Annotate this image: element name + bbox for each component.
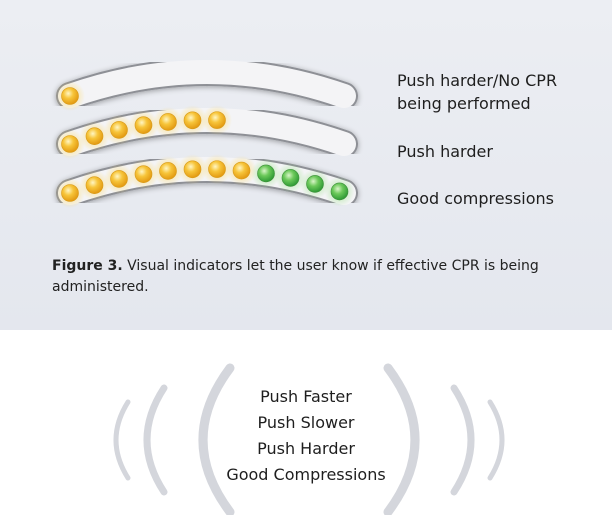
yellow-led (208, 111, 226, 129)
indicator-bars-diagram (55, 58, 358, 208)
yellow-led (85, 176, 104, 194)
figure-panel (0, 0, 612, 330)
green-led (306, 175, 324, 193)
indicator-row-push-harder (55, 105, 358, 159)
voice-prompt-list: Push Faster Push Slower Push Harder Good… (206, 384, 406, 488)
prompt-push-harder: Push Harder (257, 439, 355, 458)
yellow-led (85, 127, 104, 145)
yellow-led (134, 165, 153, 183)
right-bracket-inner (383, 363, 420, 515)
yellow-led (159, 113, 177, 131)
yellow-led (183, 111, 202, 130)
caption-label: Figure 3. (52, 258, 123, 274)
yellow-led (61, 87, 79, 105)
yellow-led (61, 184, 79, 202)
yellow-led (110, 121, 128, 139)
yellow-led (134, 116, 153, 134)
voice-prompt-brackets (113, 363, 505, 515)
indicator-row-no-cpr (55, 58, 358, 111)
yellow-led (208, 160, 226, 178)
green-led (330, 182, 349, 201)
yellow-led (110, 170, 128, 188)
right-bracket-middle (450, 384, 475, 496)
yellow-led (232, 161, 251, 180)
indicator-row-good-compressions (55, 154, 358, 208)
left-bracket-inner (198, 363, 235, 515)
green-led (281, 169, 300, 187)
left-bracket-middle (143, 384, 168, 496)
prompt-panel (0, 330, 612, 515)
yellow-led (61, 135, 79, 153)
right-bracket-outer (487, 399, 505, 481)
figure-caption: Figure 3. Visual indicators let the user… (52, 256, 582, 298)
row-label-push-harder: Push harder (397, 142, 493, 161)
green-led (257, 164, 275, 183)
row-label-good-compressions: Good compressions (397, 189, 554, 208)
prompt-good-compressions: Good Compressions (226, 465, 386, 484)
track-body (58, 60, 356, 108)
caption-text: Visual indicators let the user know if e… (52, 258, 539, 295)
yellow-led (183, 160, 202, 179)
yellow-led (159, 162, 177, 180)
row-label-no-cpr: Push harder/No CPR being performed (397, 71, 558, 113)
prompt-push-slower: Push Slower (257, 413, 355, 432)
prompt-push-faster: Push Faster (260, 387, 352, 406)
left-bracket-outer (113, 399, 131, 481)
